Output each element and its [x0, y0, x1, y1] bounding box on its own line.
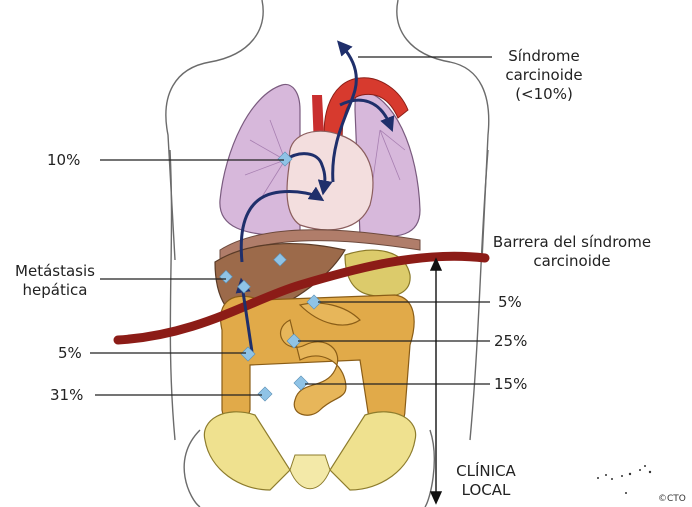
- marker-rectum: [258, 387, 272, 401]
- label-clinica-line2: LOCAL: [444, 481, 528, 500]
- label-pct-10: 10%: [47, 151, 80, 170]
- label-sindrome-line1: Síndrome: [500, 47, 588, 66]
- label-pct-31: 31%: [50, 386, 83, 405]
- label-sindrome-line3: (<10%): [500, 85, 588, 104]
- label-pct-25: 25%: [494, 332, 527, 351]
- label-sindrome-line2: carcinoide: [500, 66, 588, 85]
- pelvis-center: [290, 455, 330, 489]
- label-pct-5-right: 5%: [498, 293, 522, 312]
- clinica-vertical-arrow: [431, 259, 441, 503]
- label-barrera-line1: Barrera del síndrome: [482, 233, 662, 252]
- label-metastasis: Metástasis hepática: [12, 262, 98, 300]
- label-pct-5-left: 5%: [58, 344, 82, 363]
- label-barrera: Barrera del síndrome carcinoide: [482, 233, 662, 271]
- label-pct-15: 15%: [494, 375, 527, 394]
- label-metastasis-line2: hepática: [12, 281, 98, 300]
- label-clinica-local: CLÍNICA LOCAL: [444, 462, 528, 500]
- label-metastasis-line1: Metástasis: [12, 262, 98, 281]
- label-clinica-line1: CLÍNICA: [444, 462, 528, 481]
- label-barrera-line2: carcinoide: [482, 252, 662, 271]
- decorative-speckles: [597, 465, 651, 494]
- label-sindrome-carcinoide: Síndrome carcinoide (<10%): [500, 47, 588, 104]
- copyright-text: ©CTO: [658, 494, 686, 504]
